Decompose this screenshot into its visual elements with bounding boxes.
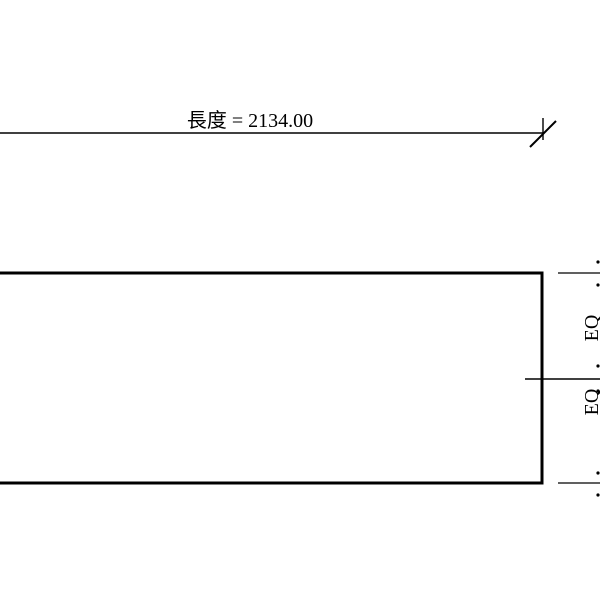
eq-dimension-tick-mid-upper [596,364,600,368]
length-dimension-slash-tick [529,120,557,148]
eq-dimension-tick-lower [596,471,600,475]
eq-dimension-tick-bottom [596,493,600,497]
eq-label-upper: EQ [581,314,600,341]
length-dimension-label: 長度 = 2134.00 [187,109,313,132]
eq-dimension-tick-top [596,260,600,264]
eq-dimension-tick-upper [596,283,600,287]
eq-label-lower: EQ [581,388,600,415]
eq-dimension-tick-mid-lower [596,389,600,393]
main-rectangle [0,271,544,485]
